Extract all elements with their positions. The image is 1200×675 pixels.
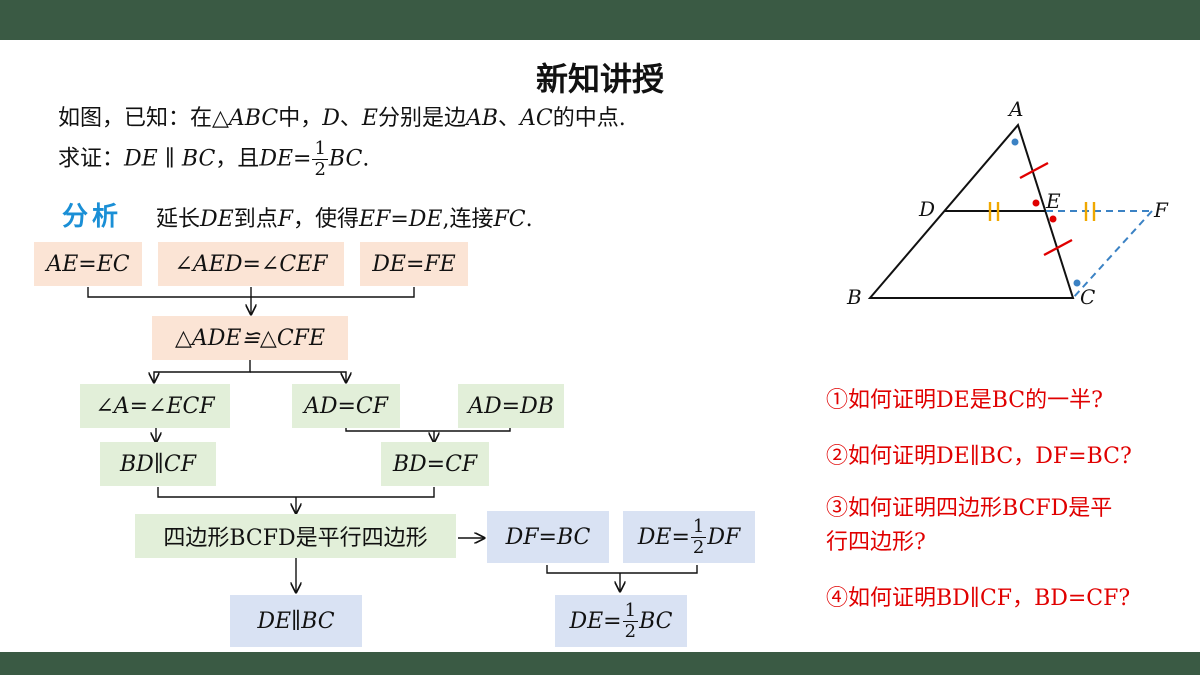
analysis-part: . (525, 207, 533, 232)
analysis-part: 延长 (156, 207, 201, 232)
fraction-denominator: 2 (624, 620, 637, 642)
analysis-part: ,连接 (442, 207, 494, 232)
given-text: E (361, 106, 378, 131)
given-text: AC (520, 106, 553, 131)
given-text: D (322, 106, 340, 131)
given-text: AB (465, 106, 499, 131)
fraction-numerator: 1 (312, 138, 328, 160)
connector-line (345, 428, 511, 432)
prove-text: = (293, 146, 312, 172)
point-label-d: D (918, 197, 935, 221)
box-ad-cf: AD=CF (292, 384, 400, 428)
angle-mark-a (1011, 138, 1019, 146)
angle-mark-c (1073, 279, 1081, 287)
equal-tick-ae (1019, 161, 1049, 180)
formula-text: DF (707, 524, 741, 550)
point-label-c: C (1080, 285, 1095, 309)
arrow (250, 371, 346, 382)
analysis-part: DE (408, 207, 443, 232)
question-1: ①如何证明DE是BC的一半? (826, 388, 1103, 413)
equal-tick-ec (1043, 238, 1073, 257)
equal-tick-ef (1084, 202, 1096, 221)
question-3-line-2: 行四边形? (826, 530, 926, 555)
analysis-part: ，使得 (293, 207, 360, 232)
analysis-label: 分析 (62, 202, 123, 232)
box-bd-cf: BD=CF (381, 442, 489, 486)
analysis-part: FC (493, 207, 526, 232)
arrow (154, 360, 251, 382)
bottom-bar (0, 652, 1200, 675)
given-text: 如图，已知：在△ (58, 106, 229, 131)
angle-mark-cef (1049, 215, 1057, 223)
point-label-f: F (1153, 198, 1169, 222)
box-congruent: △ADE≌△CFE (152, 316, 348, 360)
question-2: ②如何证明DE∥BC，DF=BC? (826, 444, 1132, 469)
given-statement: 如图，已知：在△ABC中，D、E分别是边AB、AC的中点. (58, 100, 626, 132)
box-de-parallel-bc: DE∥BC (230, 595, 362, 647)
given-text: 的中点. (552, 106, 626, 131)
given-text: 、 (498, 106, 521, 131)
connector-line (546, 565, 698, 574)
fraction-numerator: 1 (622, 599, 639, 622)
formula-text: DE= (637, 524, 690, 550)
prove-text: 求证： (58, 146, 125, 172)
analysis-part: F (277, 207, 293, 232)
segment-fc (1072, 210, 1153, 299)
analysis-part: EF (359, 207, 391, 232)
box-parallelogram: 四边形BCFD是平行四边形 (135, 514, 456, 558)
box-angle-a-ecf: ∠A=∠ECF (80, 384, 230, 428)
given-text: 中， (278, 106, 323, 131)
analysis-part: DE (200, 207, 234, 232)
equal-tick-de (988, 202, 1000, 221)
fraction-denominator: 2 (314, 159, 326, 180)
box-ad-db: AD=DB (458, 384, 564, 428)
prove-text: DE (124, 146, 158, 172)
box-df-bc: DF=BC (487, 511, 609, 563)
box-ae-ec: AE=EC (34, 242, 142, 286)
fraction-denominator: 2 (692, 536, 705, 558)
analysis-text: 延长DE到点F，使得EF=DE,连接FC. (156, 201, 533, 233)
point-label-a: A (1007, 97, 1023, 121)
formula-text: BC (639, 608, 673, 634)
question-4: ④如何证明BD∥CF，BD=CF? (826, 586, 1131, 611)
question-3-line-1: ③如何证明四边形BCFD是平 (826, 496, 1113, 521)
analysis-part: 到点 (233, 207, 278, 232)
prove-text: ，且 (215, 146, 260, 172)
box-angle-aed-cef: ∠AED=∠CEF (158, 242, 344, 286)
prove-text: BC (181, 146, 216, 172)
prove-text: ∥ (157, 146, 182, 172)
given-text: 分别是边 (377, 106, 466, 131)
angle-mark-aed (1032, 199, 1040, 207)
prove-text: . (362, 146, 370, 172)
analysis-part: = (390, 207, 409, 232)
slide-title: 新知讲授 (535, 60, 664, 98)
box-de-fe: DE=FE (360, 242, 468, 286)
point-label-b: B (846, 285, 862, 309)
top-bar (0, 0, 1200, 40)
fraction-numerator: 1 (690, 515, 707, 538)
point-label-e: E (1045, 189, 1061, 213)
given-text: 、 (339, 106, 362, 131)
prove-text: DE (259, 146, 294, 172)
formula-text: DE= (569, 608, 622, 634)
prove-text: BC (328, 146, 363, 172)
box-bd-parallel-cf: BD∥CF (100, 442, 216, 486)
given-text: ABC (228, 106, 279, 131)
